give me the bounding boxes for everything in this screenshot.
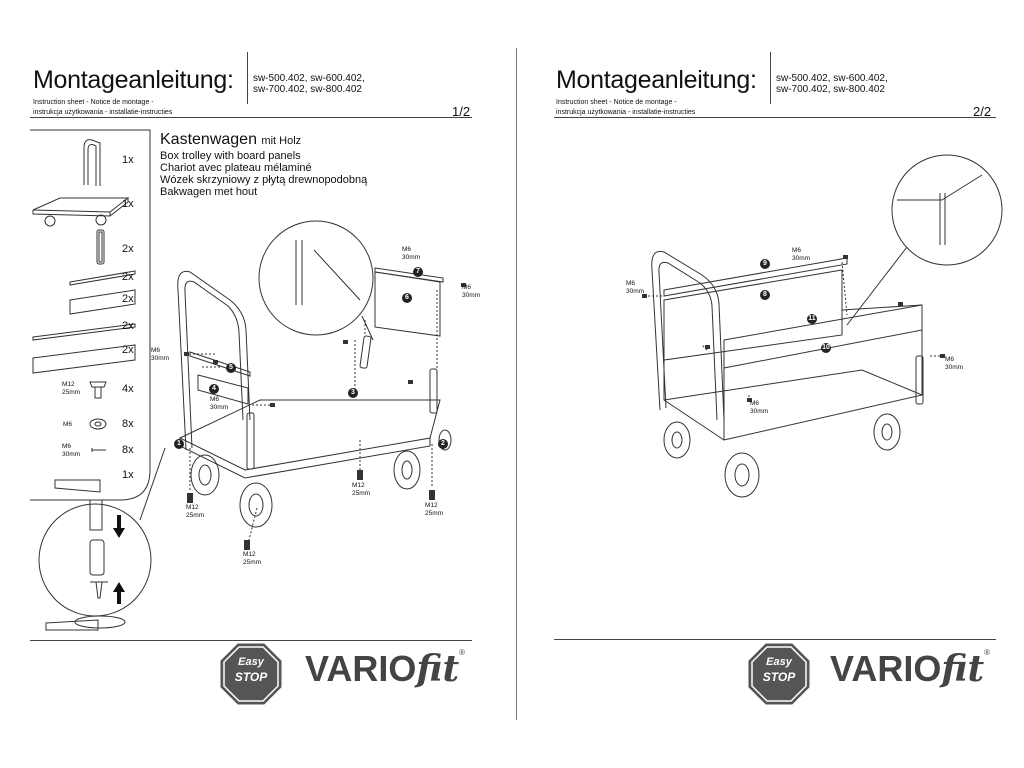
handle-part [83, 139, 101, 186]
step-marker: 2 [438, 439, 448, 449]
part-qty: 2x [122, 243, 134, 255]
part-qty: 1x [122, 198, 134, 210]
part-qty: 8x [122, 418, 134, 430]
parts-drawings [32, 139, 136, 493]
part-qty: 4x [122, 383, 134, 395]
side-rail-part [69, 270, 136, 286]
step-marker: 8 [760, 290, 770, 300]
page-divider [516, 48, 517, 720]
step-marker: 11 [807, 314, 817, 324]
part-qty: 8x [122, 444, 134, 456]
easy-stop-logo [748, 643, 810, 705]
product-translations: Box trolley with board panels Chariot av… [160, 150, 368, 198]
header-rule [30, 117, 472, 118]
part-label: M6 [63, 421, 73, 428]
m6-nut-part [89, 418, 107, 430]
footer-rule [30, 640, 472, 641]
page-2: Montageanleitung: sw-500.402, sw-600.402… [512, 0, 1024, 768]
step-marker: 7 [413, 267, 423, 277]
step-marker: 5 [226, 363, 236, 373]
step-marker: 9 [760, 259, 770, 269]
variofit-brand: VARIOfit® [830, 648, 991, 690]
step-marker: 10 [821, 343, 831, 353]
screw-label: M6 30mm [945, 356, 964, 371]
page-title: Montageanleitung: [33, 66, 234, 94]
side-board-part [69, 289, 136, 315]
page-number: 2/2 [973, 104, 992, 119]
header-separator [247, 52, 248, 104]
screw-label: M6 30mm [626, 280, 645, 295]
screw-label: M6 30mm [210, 396, 229, 411]
screw-label: M12 25mm [186, 504, 205, 519]
header-rule [554, 117, 996, 118]
long-board-part [32, 344, 136, 374]
assembly-drawing-1 [38, 220, 466, 631]
logo-text-easy: Easy [766, 656, 792, 668]
product-name: Kastenwagen mit Holz [160, 131, 302, 148]
easy-stop-logo [220, 643, 282, 705]
screw-label: M12 25mm [425, 502, 444, 517]
screw-label: M6 30mm [402, 246, 421, 261]
part-qty: 2x [122, 320, 134, 332]
step-marker: 6 [402, 293, 412, 303]
m6-screw-part [91, 448, 106, 452]
logo-text-stop: STOP [234, 670, 268, 684]
screw-label: M12 25mm [243, 551, 262, 566]
allen-key-part [54, 479, 101, 493]
variofit-brand: VARIOfit® [305, 648, 466, 690]
model-numbers: sw-500.402, sw-600.402, sw-700.402, sw-8… [776, 73, 888, 95]
header-separator [770, 52, 771, 104]
step-marker: 1 [174, 439, 184, 449]
page-1: Montageanleitung: sw-500.402, sw-600.402… [30, 52, 481, 705]
footer-rule [554, 639, 996, 640]
part-qty: 2x [122, 293, 134, 305]
connector-part [96, 229, 105, 265]
part-qty: 1x [122, 154, 134, 166]
part-qty: 1x [122, 469, 134, 481]
parts-list-frame [30, 129, 151, 501]
screw-label: M6 30mm [151, 347, 170, 362]
assembly-drawing-2 [642, 154, 1003, 498]
screw-label: M6 30mm [462, 284, 481, 299]
logo-text-stop: STOP [762, 670, 796, 684]
m12-screw-part [89, 381, 107, 399]
screw-label: M6 30mm [792, 247, 811, 262]
part-qty: 2x [122, 344, 134, 356]
screw-label: M6 30mm [750, 400, 769, 415]
logo-text-easy: Easy [238, 656, 264, 668]
step-marker: 4 [209, 384, 219, 394]
part-label: M6 30mm [62, 443, 81, 458]
part-qty: 2x [122, 271, 134, 283]
long-rail-part [32, 323, 136, 341]
part-label: M12 25mm [62, 381, 81, 396]
step-marker: 3 [348, 388, 358, 398]
languages-subtitle: Instruction sheet - Notice de montage - … [556, 99, 696, 116]
languages-subtitle: Instruction sheet - Notice de montage - … [33, 99, 173, 116]
page-number: 1/2 [452, 104, 471, 119]
model-numbers: sw-500.402, sw-600.402, sw-700.402, sw-8… [253, 73, 365, 95]
screw-label: M12 25mm [352, 482, 371, 497]
page-title: Montageanleitung: [556, 66, 757, 94]
